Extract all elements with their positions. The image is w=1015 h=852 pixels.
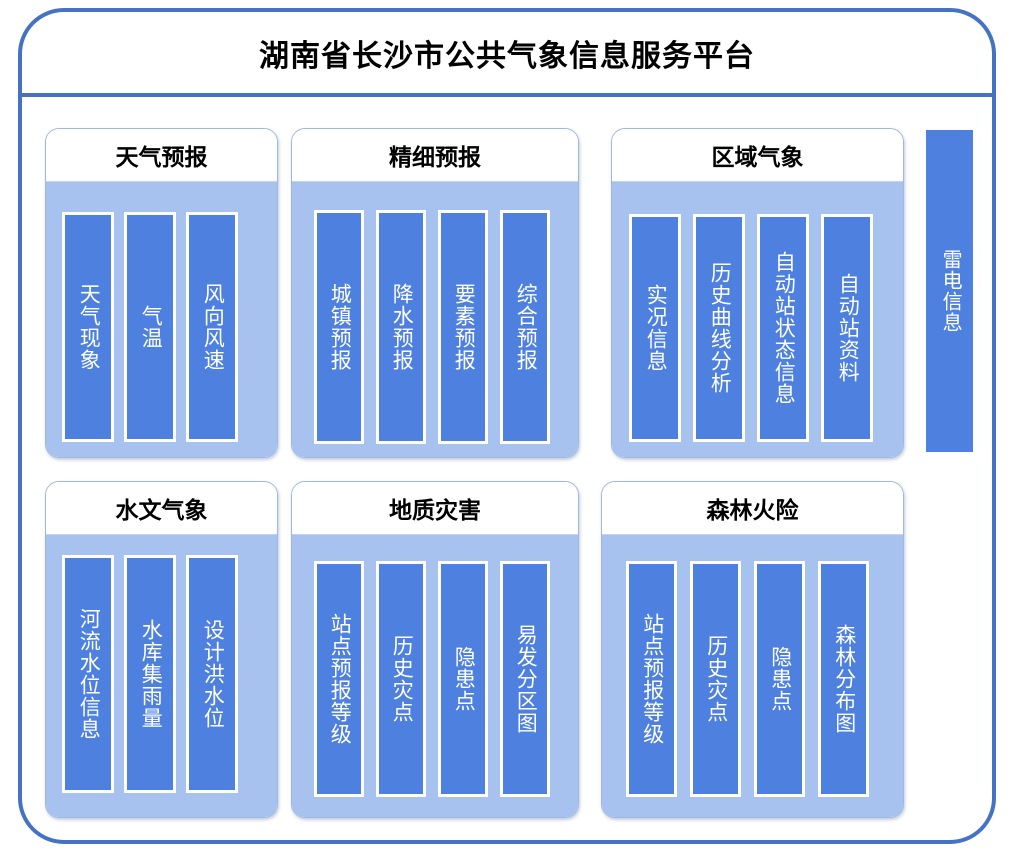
- item-bar-comprehensive-forecast[interactable]: 综合预报: [500, 210, 550, 444]
- item-bar-hidden-danger-points[interactable]: 隐患点: [754, 561, 805, 797]
- group-card-geological-disaster[interactable]: 地质灾害 站点预报等级 历史灾点 隐患点 易发分区图: [291, 481, 579, 818]
- group-body: 站点预报等级 历史灾点 隐患点 森林分布图: [602, 534, 903, 817]
- group-header: 森林火险: [602, 482, 903, 534]
- group-card-weather-forecast[interactable]: 天气预报 天气现象 气温 风向风速: [45, 128, 278, 458]
- item-bar-live-information[interactable]: 实况信息: [629, 214, 681, 442]
- group-title: 区域气象: [711, 144, 804, 170]
- group-body: 站点预报等级 历史灾点 隐患点 易发分区图: [292, 534, 578, 817]
- item-bar-forest-distribution-map[interactable]: 森林分布图: [818, 561, 869, 797]
- group-header: 区域气象: [612, 129, 903, 181]
- item-bar-element-forecast[interactable]: 要素预报: [438, 210, 488, 444]
- item-bar-historical-disaster-points[interactable]: 历史灾点: [690, 561, 741, 797]
- group-body: 实况信息 历史曲线分析 自动站状态信息 自动站资料: [612, 181, 903, 457]
- group-body: 河流水位信息 水库集雨量 设计洪水位: [46, 534, 277, 817]
- item-bar-historical-disaster-points[interactable]: 历史灾点: [376, 561, 426, 797]
- group-card-hydrometeorology[interactable]: 水文气象 河流水位信息 水库集雨量 设计洪水位: [45, 481, 278, 818]
- item-bar-reservoir-rainfall[interactable]: 水库集雨量: [124, 555, 176, 793]
- platform-frame: 湖南省长沙市公共气象信息服务平台: [18, 8, 996, 844]
- item-bar-station-forecast-level[interactable]: 站点预报等级: [314, 561, 364, 797]
- item-bar-history-curve-analysis[interactable]: 历史曲线分析: [693, 214, 745, 442]
- item-bar-station-forecast-level[interactable]: 站点预报等级: [626, 561, 677, 797]
- group-title: 森林火险: [706, 497, 799, 523]
- item-bar-wind[interactable]: 风向风速: [186, 212, 238, 442]
- item-bar-weather-phenomena[interactable]: 天气现象: [62, 212, 114, 442]
- group-header: 地质灾害: [292, 482, 578, 534]
- item-bar-hidden-danger-points[interactable]: 隐患点: [438, 561, 488, 797]
- item-bar-aws-status-information[interactable]: 自动站状态信息: [757, 214, 809, 442]
- group-header: 精细预报: [292, 129, 578, 181]
- group-title: 水文气象: [115, 497, 208, 523]
- side-module-lightning-information[interactable]: 雷电信息: [926, 130, 973, 452]
- item-bar-town-forecast[interactable]: 城镇预报: [314, 210, 364, 444]
- group-header: 天气预报: [46, 129, 277, 181]
- platform-title-bar: 湖南省长沙市公共气象信息服务平台: [22, 12, 992, 97]
- group-body: 天气现象 气温 风向风速: [46, 181, 277, 457]
- group-title: 天气预报: [115, 144, 208, 170]
- item-bar-aws-data[interactable]: 自动站资料: [821, 214, 873, 442]
- item-bar-design-flood-level[interactable]: 设计洪水位: [186, 555, 238, 793]
- group-title: 精细预报: [389, 144, 481, 170]
- group-title: 地质灾害: [389, 497, 481, 523]
- group-card-fine-forecast[interactable]: 精细预报 城镇预报 降水预报 要素预报 综合预报: [291, 128, 579, 458]
- item-bar-river-water-level[interactable]: 河流水位信息: [62, 555, 114, 793]
- item-bar-temperature[interactable]: 气温: [124, 212, 176, 442]
- item-bar-precipitation-forecast[interactable]: 降水预报: [376, 210, 426, 444]
- item-bar-prone-zoning-map[interactable]: 易发分区图: [500, 561, 550, 797]
- group-body: 城镇预报 降水预报 要素预报 综合预报: [292, 181, 578, 457]
- group-card-forest-fire-risk[interactable]: 森林火险 站点预报等级 历史灾点 隐患点 森林分布图: [601, 481, 904, 818]
- page-title: 湖南省长沙市公共气象信息服务平台: [259, 39, 755, 73]
- group-header: 水文气象: [46, 482, 277, 534]
- group-card-regional-meteorology[interactable]: 区域气象 实况信息 历史曲线分析 自动站状态信息 自动站资料: [611, 128, 904, 458]
